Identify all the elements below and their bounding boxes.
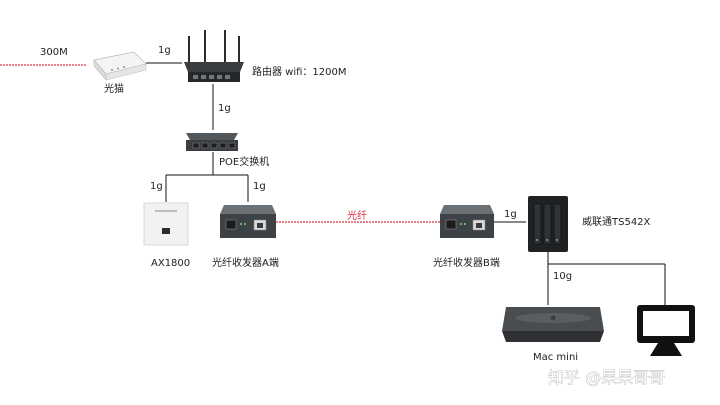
switch-converter-a-link-label: 1g bbox=[253, 181, 266, 192]
switch-label: POE交换机 bbox=[219, 155, 269, 168]
converter-a-icon bbox=[220, 205, 276, 238]
router-label: 路由器 wifi：1200M bbox=[252, 65, 347, 78]
modem-router-link-label: 1g bbox=[158, 45, 171, 56]
mac-mini-label: Mac mini bbox=[533, 352, 578, 363]
converter-b-label: 光纤收发器B端 bbox=[433, 256, 500, 269]
router-icon bbox=[184, 30, 244, 82]
converter-b-link-label: 1g bbox=[504, 209, 517, 220]
monitor-icon bbox=[637, 305, 695, 356]
ap-panel-icon bbox=[143, 202, 189, 246]
switch-ap-link-label: 1g bbox=[150, 181, 163, 192]
nas-label: 威联通TS542X bbox=[582, 215, 651, 228]
mac-mini-icon bbox=[502, 307, 604, 342]
modem-icon bbox=[93, 51, 147, 81]
router-switch-link-label: 1g bbox=[218, 103, 231, 114]
modem-label: 光猫 bbox=[104, 82, 124, 95]
fiber-label: 光纤 bbox=[347, 209, 367, 222]
watermark: 知乎 @果果哥哥 bbox=[548, 368, 665, 387]
poe-switch-icon bbox=[186, 133, 238, 151]
nas-lan-link-label: 10g bbox=[553, 271, 572, 282]
nas-icon bbox=[528, 196, 568, 252]
isp-speed-label: 300M bbox=[40, 47, 68, 58]
converter-b-icon bbox=[440, 205, 494, 238]
ap-label: AX1800 bbox=[151, 258, 190, 269]
converter-a-label: 光纤收发器A端 bbox=[212, 256, 279, 269]
